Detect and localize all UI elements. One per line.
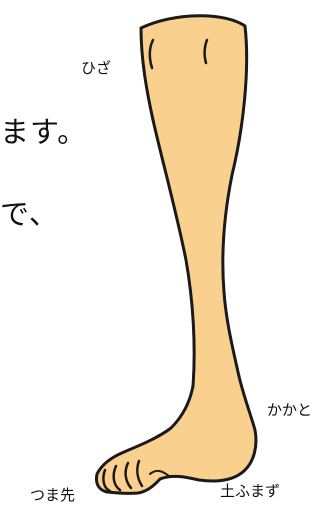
label-knee: ひざ xyxy=(81,59,112,77)
partial-sentence-line-2: で、 xyxy=(0,197,59,231)
toe-outline-1 xyxy=(102,468,112,493)
knee-crease-left xyxy=(148,38,155,70)
toe-outline-3 xyxy=(124,461,133,490)
toe-outline-2 xyxy=(112,464,122,492)
label-heel: かかと xyxy=(267,401,313,419)
arch-line xyxy=(149,469,171,478)
label-toe: つま先 xyxy=(30,486,76,504)
partial-sentence-line-1: ます。 xyxy=(0,115,88,149)
knee-crease-right xyxy=(203,38,209,65)
label-arch: 土ふまず xyxy=(220,482,281,500)
toe-outline-4 xyxy=(136,459,144,488)
leg-shape xyxy=(95,14,258,495)
